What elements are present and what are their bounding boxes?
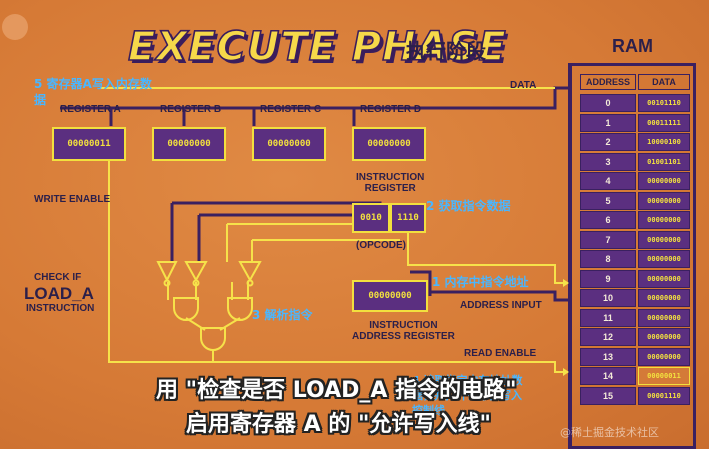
not-gate-1 (156, 261, 178, 283)
not-gate-3 (238, 261, 262, 283)
ram-data-cell: 00011111 (638, 113, 690, 132)
register-a-box: 00000011 (52, 127, 126, 161)
ram-data-cell: 00000000 (638, 230, 690, 249)
check-if-label: CHECK IF (34, 272, 82, 283)
address-input-label: ADDRESS INPUT (460, 300, 542, 311)
annotation-step-5: 5 寄存器A写入内存数 据 (34, 77, 152, 107)
not-gate-2 (184, 261, 208, 283)
annotation-step-4: 4 读取指定内存地址数 据，并打开寄存器写入 控制线 (412, 374, 523, 417)
read-enable-wire (108, 142, 569, 373)
data-bus-dark (60, 86, 569, 110)
ram-address-cell: 15 (580, 386, 636, 405)
ram-address-cell: 4 (580, 172, 636, 190)
ir-bus-to-gates (172, 201, 382, 206)
page-title: EXECUTE PHASE (127, 23, 507, 71)
ram-address-cell: 1 (580, 113, 636, 132)
annotation-step-2: 2 获取指令数据 (426, 199, 511, 213)
logo-icon (2, 14, 28, 40)
annotation-step-3: 3 解析指令 (252, 308, 313, 322)
ram-data-cell: 00000000 (638, 250, 690, 268)
ram-address-cell: 7 (580, 230, 636, 249)
ram-address-cell: 10 (580, 289, 636, 307)
ram-data-cell: 00000000 (638, 289, 690, 307)
page-title-cn: 执行阶段 (406, 39, 486, 63)
ram-data-cell: 00000000 (638, 172, 690, 190)
read-enable-label: READ ENABLE (464, 348, 537, 359)
ram-data-cell: 00000000 (638, 347, 690, 366)
opcode-label: (OPCODE) (356, 240, 406, 251)
register-d-label: REGISTER D (360, 104, 422, 115)
ram-data-cell: 00000000 (638, 211, 690, 229)
register-c-label: REGISTER C (260, 104, 322, 115)
ram-data-cell: 01001101 (638, 152, 690, 171)
and-gate-1 (173, 297, 199, 321)
ram-address-header: ADDRESS (580, 74, 636, 90)
and-gate-2 (227, 297, 253, 321)
and-gate-3 (200, 327, 226, 351)
subtitle-line-1: 用 "检查是否 LOAD_A 指令的电路" (156, 378, 517, 403)
instruction-label: INSTRUCTION (26, 303, 95, 314)
ram-address-cell: 2 (580, 133, 636, 151)
opcode-box: 0010 (352, 203, 390, 233)
ram-address-cell: 6 (580, 211, 636, 229)
subtitle-line-2: 启用寄存器 A 的 "允许写入线" (186, 412, 491, 437)
register-b-box: 00000000 (152, 127, 226, 161)
ram-data-header: DATA (638, 74, 690, 90)
ram-address-cell: 14 (580, 367, 636, 385)
ram-label: RAM (612, 36, 653, 56)
ram-address-cell: 12 (580, 328, 636, 346)
ram-data-cell: 00000000 (638, 308, 690, 327)
register-b-label: REGISTER B (160, 104, 222, 115)
ram-data-cell: 00000000 (638, 191, 690, 210)
ram-data-cell: 00000000 (638, 328, 690, 346)
ram-address-cell: 11 (580, 308, 636, 327)
ram-data-cell: 00000000 (638, 269, 690, 288)
register-a-label: REGISTER A (60, 104, 121, 115)
annotation-step-1: 1 内存中指令地址 (432, 275, 529, 289)
address-box: 1110 (390, 203, 426, 233)
ram-data-cell: 00001110 (638, 386, 690, 405)
data-bus-label: DATA (510, 80, 537, 91)
instruction-address-register-label: INSTRUCTION ADDRESS REGISTER (352, 320, 455, 342)
write-enable-label: WRITE ENABLE (34, 194, 111, 205)
ram-address-cell: 9 (580, 269, 636, 288)
ram-address-cell: 3 (580, 152, 636, 171)
instruction-register-label: INSTRUCTION REGISTER (356, 172, 425, 194)
register-d-box: 00000000 (352, 127, 426, 161)
ram-address-cell: 0 (580, 94, 636, 112)
load-a-label: LOAD_A (24, 284, 94, 303)
ram-data-cell: 00000011 (638, 367, 690, 385)
instruction-address-register-box: 00000000 (352, 280, 428, 312)
watermark: @稀土掘金技术社区 (560, 426, 659, 439)
ram-address-cell: 8 (580, 250, 636, 268)
register-c-box: 00000000 (252, 127, 326, 161)
address-input-wire (430, 290, 569, 302)
ram-data-cell: 10000100 (638, 133, 690, 151)
ram-data-cell: 00101110 (638, 94, 690, 112)
address-to-ram-wire (407, 232, 569, 284)
ram-address-cell: 13 (580, 347, 636, 366)
ram-address-cell: 5 (580, 191, 636, 210)
